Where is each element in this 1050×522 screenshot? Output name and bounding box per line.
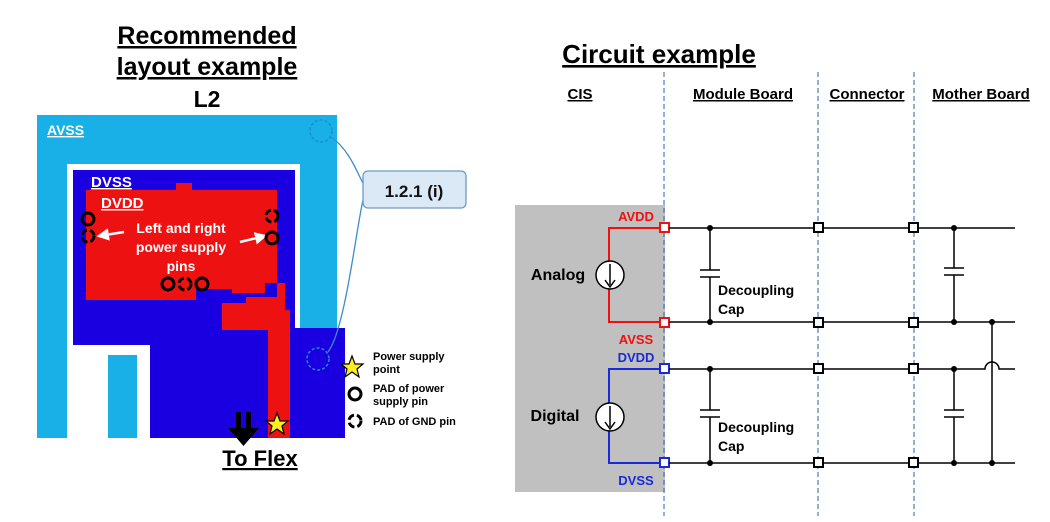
note-line1: Left and right — [136, 220, 226, 236]
junction-dot — [989, 460, 995, 466]
legend-pad-power-line1: PAD of power — [373, 383, 445, 395]
junction-dot — [707, 319, 713, 325]
pad-power-icon — [264, 230, 280, 246]
legend-pad-power-icon — [347, 386, 363, 402]
pad-power-icon — [194, 276, 210, 292]
avss-label: AVSS — [619, 332, 654, 347]
mother-cap-analog — [944, 228, 964, 322]
pad-gnd-icon — [80, 228, 96, 244]
dvdd-rail — [669, 361, 1015, 370]
junction-dot — [951, 460, 957, 466]
legend-power-point-line1: Power supply — [373, 351, 445, 363]
reference-circle-top — [309, 119, 333, 143]
analog-source-arrowhead-icon — [604, 279, 616, 289]
dvss-label: DVSS — [618, 473, 654, 488]
digital-source-arrowhead-icon — [604, 421, 616, 431]
note-arrow-left — [96, 228, 125, 241]
avss-pin — [659, 317, 670, 328]
decoupling-cap-label-analog-line2: Cap — [718, 301, 744, 317]
pad-gnd-icon — [177, 276, 193, 292]
decoupling-cap-label-digital-line2: Cap — [718, 438, 744, 454]
avdd-pin — [659, 222, 670, 233]
junction-dot — [707, 460, 713, 466]
power-supply-star-icon — [264, 411, 290, 436]
col-module-header: Module Board — [693, 86, 793, 103]
layout-example: Recommended layout example L2 AVSS DVSS … — [37, 22, 467, 471]
note-line3: pins — [167, 258, 196, 274]
dvdd-plane — [86, 183, 290, 438]
decoupling-cap-label-analog-line1: Decoupling — [718, 282, 794, 298]
avss-leg — [108, 355, 137, 438]
module-cap-analog — [700, 228, 720, 322]
cis-box — [515, 205, 665, 492]
legend-power-point-line2: point — [373, 364, 400, 376]
callout-leader-top — [330, 136, 364, 184]
reference-circle-bottom — [306, 347, 330, 371]
pad-power-icon — [80, 211, 96, 227]
legend: Power supply point PAD of power supply p… — [339, 351, 456, 429]
pad-gnd-icon — [264, 208, 280, 224]
analog-label: Analog — [531, 267, 585, 284]
legend-pad-gnd-icon — [347, 413, 363, 429]
legend-pad-power-line2: supply pin — [373, 396, 428, 408]
dvdd-plane-label: DVDD — [101, 195, 144, 212]
junction-dot — [951, 366, 957, 372]
connector-pins — [813, 222, 919, 468]
legend-pad-gnd-label: PAD of GND pin — [373, 416, 456, 428]
dvdd-pin — [659, 363, 670, 374]
junction-dot — [707, 225, 713, 231]
layer-label: L2 — [194, 86, 221, 112]
callout-label: 1.2.1 (i) — [385, 182, 444, 201]
digital-label: Digital — [531, 408, 580, 425]
junction-dot — [951, 319, 957, 325]
callout-leader-bottom — [327, 199, 364, 353]
dvdd-flex-trace — [268, 320, 290, 438]
junction-dot — [707, 366, 713, 372]
legend-star-icon — [339, 354, 365, 379]
junction-dot — [951, 225, 957, 231]
decoupling-cap-label-digital-line1: Decoupling — [718, 419, 794, 435]
col-mother-header: Mother Board — [932, 86, 1030, 103]
layout-title-line2: layout example — [117, 53, 298, 81]
circuit-title: Circuit example — [562, 39, 756, 69]
to-flex-label: To Flex — [222, 446, 298, 471]
layout-title-line1: Recommended — [117, 22, 296, 50]
module-cap-digital — [700, 369, 720, 463]
avss-plane-label: AVSS — [47, 122, 84, 138]
circuit-example: Circuit example CIS Module Board Connect… — [515, 39, 1030, 516]
junction-dot — [989, 319, 995, 325]
dvss-plane-label: DVSS — [91, 174, 132, 191]
mother-cap-digital — [944, 369, 964, 463]
pad-power-icon — [160, 276, 176, 292]
to-flex-arrow-icon — [228, 412, 259, 446]
dvss-pin — [659, 457, 670, 468]
dvdd-label: DVDD — [618, 350, 655, 365]
callout-box — [362, 170, 467, 209]
col-cis-header: CIS — [567, 86, 592, 103]
note-line2: power supply — [136, 239, 226, 255]
col-connector-header: Connector — [830, 86, 905, 103]
note-arrow-right — [239, 232, 268, 245]
avdd-label: AVDD — [618, 209, 654, 224]
